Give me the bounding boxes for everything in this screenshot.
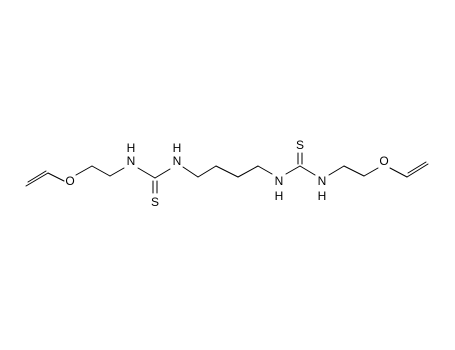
- bond-n1-to-c-left: [137, 167, 156, 179]
- right-ether-chain: [328, 165, 379, 177]
- right-thiourea-group: [285, 152, 316, 176]
- atom-o-left: O: [65, 174, 74, 188]
- right-vinyl-group: [389, 161, 429, 178]
- atom-n1-hydrogen: H: [127, 141, 136, 155]
- bond-vinyl-left-double-b: [27, 170, 47, 183]
- bond-o-left-to-ch2: [75, 165, 93, 176]
- bond-ch2-ch2-right: [343, 165, 365, 177]
- bond-vinyl-right-double-a: [406, 163, 429, 178]
- left-ether-chain: [75, 165, 125, 177]
- left-thiourea-group: [137, 167, 171, 194]
- bond-ch2-to-o-right: [363, 167, 379, 177]
- bond-ch2-ch2-left: [91, 165, 111, 177]
- atom-s-left: S: [151, 195, 159, 209]
- bond-vinyl-right-double-b: [407, 161, 427, 174]
- bond-vinyl-left-single: [47, 172, 65, 182]
- bond-n2-to-ch2: [182, 166, 199, 178]
- atom-s-right: S: [296, 138, 304, 152]
- atom-n1: N: [127, 154, 136, 168]
- butylene-linker: [182, 165, 273, 178]
- bond-linker-1: [197, 165, 217, 178]
- atom-n3: N: [275, 174, 284, 188]
- bond-o-right-to-vinyl: [389, 167, 408, 178]
- bond-linker-2: [215, 165, 239, 178]
- atom-n4: N: [318, 174, 327, 188]
- atom-n2: N: [173, 154, 182, 168]
- bond-vinyl-left-double-a: [25, 172, 49, 187]
- atom-labels: O N H S N H N H S N H O: [65, 138, 388, 209]
- bond-n3-to-c-right: [285, 165, 301, 175]
- atom-n4-hydrogen: H: [318, 189, 327, 203]
- bond-ch2-to-n3: [257, 165, 273, 175]
- bond-ch2-to-n1: [109, 167, 125, 177]
- bond-linker-3: [237, 165, 259, 178]
- bond-c-to-n2-left: [154, 168, 171, 179]
- left-vinyl-group: [25, 170, 65, 187]
- bond-n4-to-ch2: [328, 165, 345, 176]
- bond-c-to-n4-right: [299, 165, 316, 176]
- atom-n3-hydrogen: H: [275, 189, 284, 203]
- atom-n2-hydrogen: H: [173, 141, 182, 155]
- atom-o-right: O: [379, 154, 388, 168]
